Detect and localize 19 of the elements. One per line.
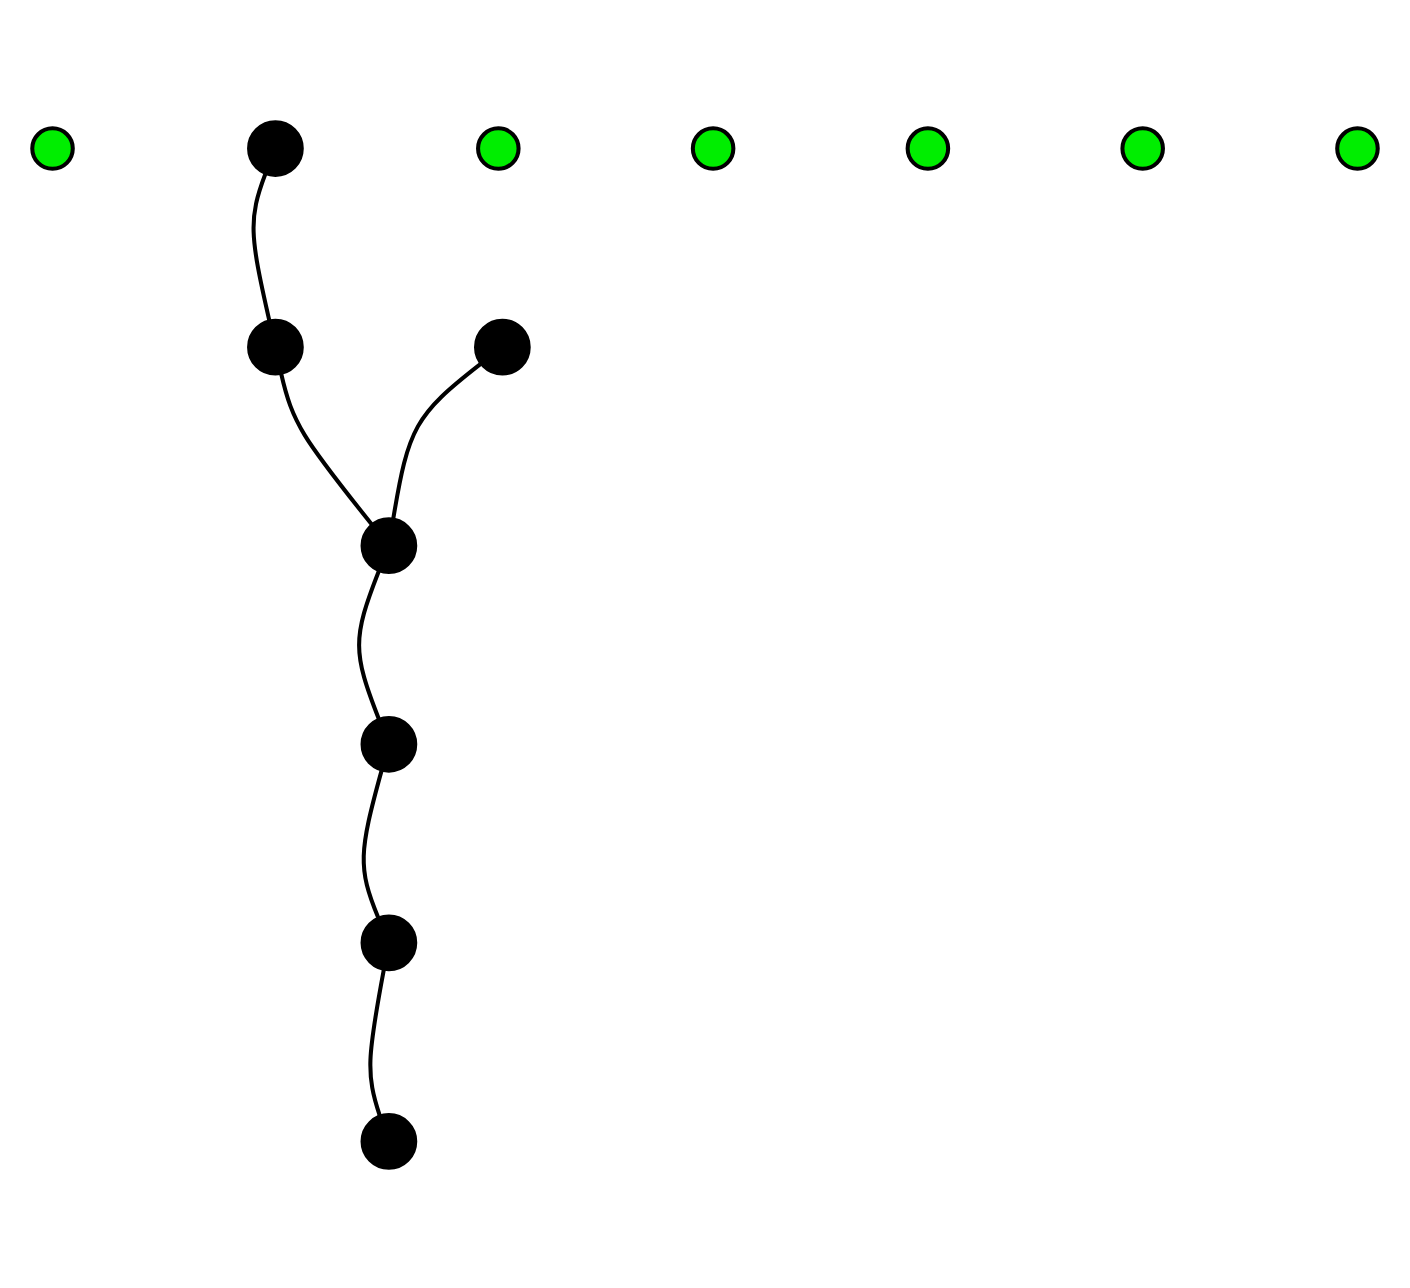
node-circle <box>360 1112 418 1169</box>
connector <box>357 569 381 719</box>
node-circle <box>476 125 521 170</box>
node-circle <box>474 317 531 375</box>
node-circle <box>1335 125 1380 170</box>
connector <box>368 968 386 1116</box>
node-circle <box>360 714 418 772</box>
node-circle <box>360 913 418 971</box>
node-circle <box>905 125 951 170</box>
node-circle <box>1120 125 1165 170</box>
node-circle <box>30 125 75 170</box>
node-circle <box>690 125 736 170</box>
connector <box>279 371 374 526</box>
node-circle <box>247 317 304 375</box>
node-circle <box>360 516 418 574</box>
node-circle <box>247 119 304 176</box>
connector <box>391 361 482 519</box>
connector <box>361 768 384 918</box>
connector <box>251 172 272 321</box>
